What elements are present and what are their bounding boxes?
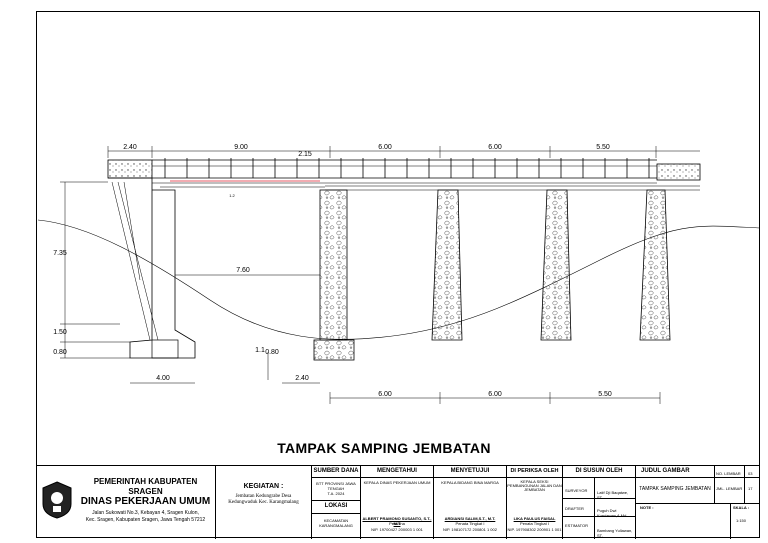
estimator-label: ESTIMATOR: [565, 523, 588, 528]
diperiksa-rank: Penata Tingkat I: [520, 521, 549, 526]
dim-span-2: 6.00: [488, 391, 502, 398]
dim-top-6: 5.50: [596, 144, 610, 151]
dim-left-3: 0.80: [53, 349, 67, 356]
menyetujui-header: MENYETUJUI: [450, 468, 490, 474]
menyetujui-nip: NIP. 198107172 200801 1 002: [443, 527, 497, 532]
disusun-header: DI SUSUN OLEH: [575, 468, 623, 474]
sragen-logo-icon: [42, 481, 72, 519]
dim-bottom-2: 2.40: [295, 375, 309, 382]
disusun-cell: DI SUSUN OLEH SURVEYOR Latif Dji Baqatwe…: [563, 466, 636, 539]
agency-address2: Kec. Sragen, Kabupaten Sragen, Jawa Teng…: [85, 517, 206, 523]
sumber-dana-line3: T.A. 2024: [327, 491, 345, 496]
dim-span-1: 6.00: [378, 391, 392, 398]
sumber-dana-cell: SUMBER DANA BTT PROVINSI JAWA TENGAH T.A…: [312, 466, 361, 539]
dimension-lines: [60, 146, 700, 404]
drawing-title: TAMPAK SAMPING JEMBATAN: [277, 440, 491, 456]
dim-bottom-1: 4.00: [156, 375, 170, 382]
dim-top-3: 2.15: [298, 151, 312, 158]
mengetahui-cell: MENGETAHUI KEPALA DINAS PEKERJAAN UMUM A…: [361, 466, 434, 539]
surveyor-name: Latif Dji Baqatwe, ST.: [597, 490, 629, 500]
lokasi-header: LOKASI: [324, 503, 348, 509]
dim-inner-2: 1.1: [255, 347, 265, 354]
pier-1: [319, 189, 348, 341]
dim-inner-1: 7.60: [236, 267, 250, 274]
dim-left-2: 1.50: [53, 329, 67, 336]
judul-value: TAMPAK SAMPING JEMBATAN: [639, 486, 711, 492]
left-abutment: [108, 177, 196, 359]
agency-line2: SRAGEN: [128, 487, 163, 496]
dim-top-1: 2.40: [123, 144, 137, 151]
menyetujui-cell: MENYETUJUI KEPALA BIDANG BINA MARGA ARDI…: [434, 466, 507, 539]
jml-lembar-label: JML. LEMBAR: [716, 486, 743, 491]
diperiksa-name: LIKA PAULUS FAISAL: [513, 516, 556, 521]
menyetujui-rank: Penata Tingkat I: [455, 521, 485, 526]
dim-top-4: 6.00: [378, 144, 392, 151]
diperiksa-nip: NIP. 197908302 200901 1 001: [507, 527, 562, 532]
surveyor-label: SURVEYOR: [565, 488, 588, 493]
diperiksa-cell: DI PERIKSA OLEH KEPALA SEKSI PEMBANGUNAN…: [507, 466, 563, 539]
judul-cell: JUDUL GAMBAR NO. LEMBAR 03 TAMPAK SAMPIN…: [636, 466, 760, 539]
jml-lembar-value: 17: [748, 486, 753, 491]
mengetahui-header: MENGETAHUI: [377, 468, 417, 474]
kegiatan-line2: Kedungwaduk Kec. Karangmalang: [228, 500, 299, 505]
pier-1-footing: [313, 339, 355, 361]
agency-line1: PEMERINTAH KABUPATEN: [93, 477, 198, 486]
drawing-sheet: [36, 11, 760, 538]
dim-top-2: 9.00: [234, 144, 248, 151]
agency-line3: DINAS PEKERJAAN UMUM: [80, 496, 211, 507]
mengetahui-name: ALBERT PRAMONO SUSANTO, S.T., M.T: [362, 516, 432, 526]
sumber-dana-line2: TENGAH: [327, 486, 345, 491]
dim-left-1: 7.35: [53, 250, 67, 257]
drafter-label: DRAFTER: [565, 506, 584, 511]
judul-header: JUDUL GAMBAR: [641, 468, 690, 474]
agency-cell: PEMERINTAH KABUPATEN SRAGEN DINAS PEKERJ…: [36, 466, 216, 539]
drafter-name: Puguh Dwi Kurniawan,A.Md: [597, 508, 627, 518]
left-footing: [151, 339, 179, 359]
no-lembar-label: NO. LEMBAR: [716, 471, 741, 476]
small-note: 1.2: [229, 193, 235, 198]
lokasi-line1: KECAMATAN: [323, 518, 349, 523]
title-block: PEMERINTAH KABUPATEN SRAGEN DINAS PEKERJ…: [36, 465, 760, 539]
mengetahui-rank: Pembina: [389, 521, 405, 526]
menyetujui-role: KEPALA BIDANG BINA MARGA: [441, 480, 499, 485]
sumber-dana-header: SUMBER DANA: [313, 468, 359, 474]
skala-value: 1:150: [736, 518, 747, 523]
skala-label: SKALA :: [733, 505, 750, 510]
menyetujui-name: ARDIANSI SALIM,S.T., M.T.: [444, 516, 496, 521]
no-lembar-value: 03: [748, 471, 753, 476]
kegiatan-cell: KEGIATAN : Jembatan Kedungrabe Desa Kedu…: [216, 466, 312, 539]
lokasi-line2: KARANGMALANG: [319, 523, 353, 528]
pier-2: [431, 189, 463, 341]
dim-inner-3: 0.80: [265, 349, 279, 356]
note-label: NOTE :: [640, 505, 654, 510]
pier-4: [639, 189, 671, 341]
dim-top-5: 6.00: [488, 144, 502, 151]
bridge-deck: [107, 159, 701, 191]
agency-address1: Jalan Sukowati No.3, Kebayan 4, Sragen K…: [92, 510, 199, 516]
mengetahui-nip: NIP. 19700427 200003 1 001: [371, 527, 423, 532]
dim-span-3: 5.50: [598, 391, 612, 398]
diperiksa-header: DI PERIKSA OLEH: [510, 468, 559, 474]
kegiatan-header: KEGIATAN :: [243, 483, 284, 490]
diperiksa-role: KEPALA SEKSI PEMBANGUNAN JALAN DAN JEMBA…: [507, 479, 562, 492]
kegiatan-line1: Jembatan Kedungrabe Desa: [235, 494, 292, 499]
pier-3: [540, 189, 572, 341]
railing-posts: [164, 158, 650, 178]
mengetahui-role: KEPALA DINAS PEKERJAAN UMUM: [363, 480, 431, 485]
sumber-dana-line1: BTT PROVINSI JAWA: [316, 481, 356, 486]
estimator-name: Bambang Yuliawan, ST.: [597, 528, 633, 538]
